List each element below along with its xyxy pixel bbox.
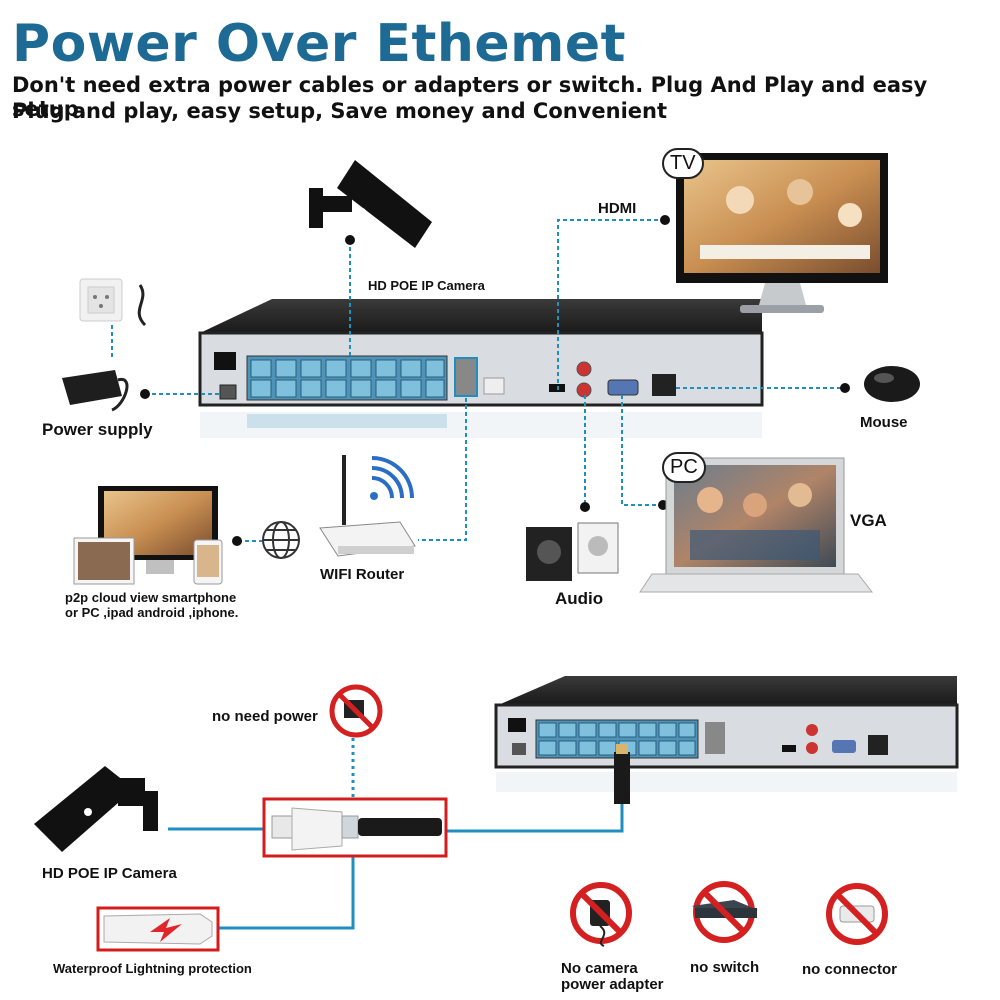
globe-icon bbox=[262, 521, 300, 559]
laptop-icon bbox=[639, 457, 874, 593]
no-need-power-label: no need power bbox=[212, 708, 318, 725]
vga-label: VGA bbox=[850, 511, 887, 530]
nvr-device-top bbox=[198, 299, 764, 438]
tv-icon bbox=[676, 153, 888, 313]
waterproof-connector-box bbox=[96, 906, 220, 952]
p2p-label-line-2: or PC ,ipad android ,iphone. bbox=[65, 605, 239, 620]
router-label: WIFI Router bbox=[320, 566, 405, 583]
hdmi-label: HDMI bbox=[598, 200, 637, 217]
camera-icon-top bbox=[309, 160, 432, 248]
no-connector-label: no connector bbox=[802, 961, 898, 978]
no-camera-adapter-sign bbox=[570, 882, 632, 947]
wifi-router-icon bbox=[319, 455, 416, 557]
nvr-device-bottom bbox=[494, 676, 959, 792]
tv-tag: TV bbox=[662, 148, 704, 179]
mouse-label: Mouse bbox=[860, 414, 908, 431]
camera-label-bottom: HD POE IP Camera bbox=[42, 865, 177, 882]
waterproof-label: Waterproof Lightning protection bbox=[53, 961, 252, 976]
no-switch-sign bbox=[692, 881, 758, 943]
no-switch-label: no switch bbox=[690, 959, 760, 976]
mouse-icon bbox=[864, 366, 920, 402]
power-supply-label: Power supply bbox=[42, 420, 153, 439]
speakers-icon bbox=[526, 522, 619, 581]
subtitle-line-1: Don't need extra power cables or adapter… bbox=[12, 73, 928, 121]
no-connector-sign bbox=[826, 883, 888, 945]
wall-socket-icon bbox=[79, 278, 147, 327]
no-adapter-label-line-1: No camera bbox=[561, 960, 638, 977]
audio-label: Audio bbox=[555, 589, 604, 608]
no-power-adapter-sign bbox=[329, 684, 383, 738]
poe-connector-box bbox=[262, 797, 448, 858]
page-title: Power Over Ethemet bbox=[12, 14, 626, 74]
pc-tag: PC bbox=[662, 452, 706, 483]
rj45-cable-end bbox=[614, 744, 630, 804]
camera-label-top: HD POE IP Camera bbox=[368, 278, 485, 293]
power-adapter-icon bbox=[62, 370, 129, 412]
client-devices-icon bbox=[73, 486, 223, 585]
camera-icon-bottom bbox=[34, 766, 158, 852]
bottom-wires bbox=[168, 804, 624, 930]
subtitle-line-2: Plug and play, easy setup, Save money an… bbox=[12, 99, 668, 123]
no-adapter-label-line-2: power adapter bbox=[561, 976, 664, 993]
p2p-label-line-1: p2p cloud view smartphone bbox=[65, 590, 237, 605]
top-wires bbox=[111, 219, 845, 542]
